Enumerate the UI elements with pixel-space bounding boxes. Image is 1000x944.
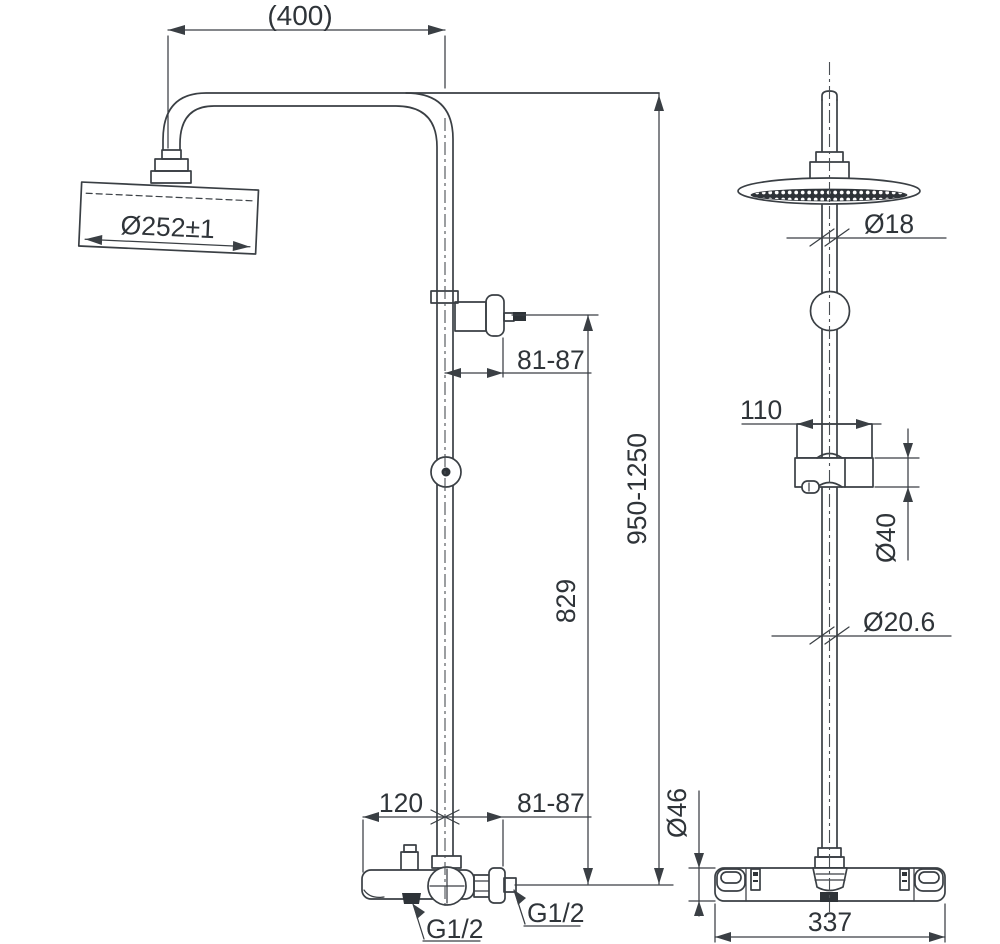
front-view: Ø252±1 (400) 81-87 xyxy=(77,0,674,944)
mixer-width-label: 337 xyxy=(808,907,852,937)
arm-span-label: (400) xyxy=(267,0,332,31)
slider-bracket-side xyxy=(794,423,874,494)
callout-supply-thread: G1/2 xyxy=(513,889,584,928)
side-view: Ø18 110 Ø40 xyxy=(662,90,952,943)
dim-slider-width: 110 xyxy=(740,395,882,429)
dim-pipe-height: 829 xyxy=(511,314,599,885)
callout-spout-thread: G1/2 xyxy=(412,903,483,944)
dim-mixer-diameter: Ø46 xyxy=(662,788,716,917)
lower-pipe-diameter-label: Ø20.6 xyxy=(863,607,935,637)
shower-arm-front xyxy=(162,92,660,858)
upper-pipe-diameter-label: Ø18 xyxy=(864,209,914,239)
total-height-label: 950-1250 xyxy=(622,433,652,545)
dim-mixer-width: 337 xyxy=(714,903,946,943)
dim-upper-pipe-diameter: Ø18 xyxy=(786,209,947,247)
head-connector-front xyxy=(150,149,192,184)
dim-total-height: 950-1250 xyxy=(514,92,674,886)
shower-head-front: Ø252±1 xyxy=(77,181,260,255)
spout-reach-label: 120 xyxy=(379,788,423,818)
bath-mixer-front xyxy=(361,844,517,906)
lower-wall-offset-label: 81-87 xyxy=(517,788,585,818)
dim-slider-height: Ø40 xyxy=(871,428,920,563)
centerlines xyxy=(444,62,831,912)
head-diameter-label: Ø252±1 xyxy=(120,210,215,244)
dim-upper-wall-offset: 81-87 xyxy=(444,337,592,378)
dim-arm-span: (400) xyxy=(167,0,446,149)
mixer-diameter-label: Ø46 xyxy=(662,788,692,838)
dim-lower-pipe-diameter: Ø20.6 xyxy=(771,607,952,645)
slider-width-label: 110 xyxy=(740,395,782,425)
spout-thread-label: G1/2 xyxy=(426,914,483,944)
dim-spout-reach-and-lower-offset: 120 81-87 xyxy=(362,788,592,873)
slider-height-label: Ø40 xyxy=(871,513,901,563)
slider-knob-front xyxy=(430,456,462,488)
upper-wall-offset-label: 81-87 xyxy=(517,345,585,375)
pipe-height-label: 829 xyxy=(551,579,581,623)
supply-thread-label: G1/2 xyxy=(527,898,584,928)
